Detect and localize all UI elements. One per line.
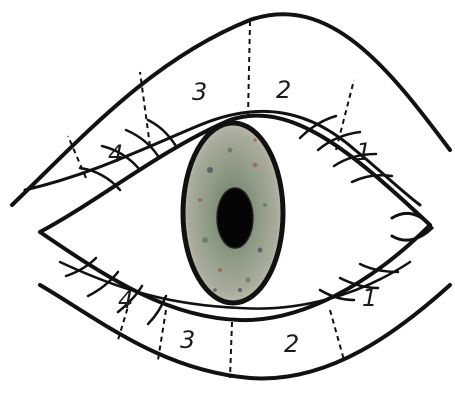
upper-zone-label-2: 2 bbox=[276, 76, 291, 104]
upper-zone-label-4: 4 bbox=[108, 140, 123, 168]
lower-zone-label-4: 4 bbox=[118, 286, 133, 314]
pupil bbox=[217, 188, 253, 248]
upper-zone-label-3: 3 bbox=[192, 78, 207, 106]
upper-zone-label-1: 1 bbox=[356, 138, 371, 166]
lower-zone-label-1: 1 bbox=[362, 284, 377, 312]
lower-zone-label-3: 3 bbox=[180, 326, 195, 354]
lower-zone-label-2: 2 bbox=[284, 330, 299, 358]
lower-zone-dividers bbox=[118, 300, 344, 378]
